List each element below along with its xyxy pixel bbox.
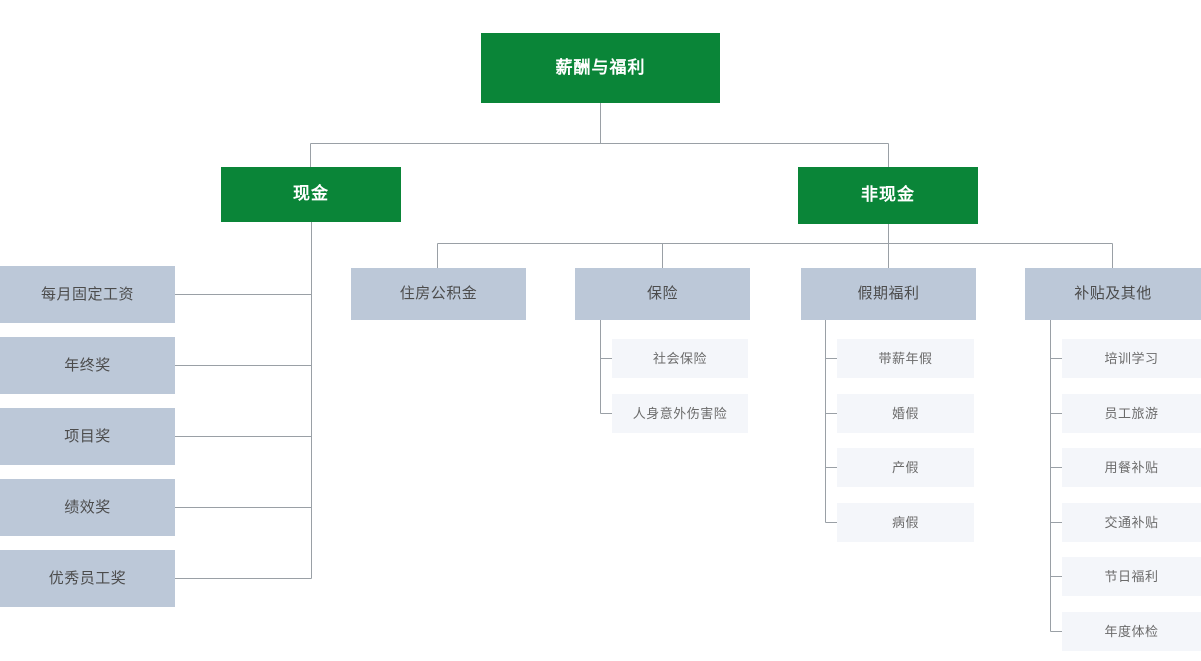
node-cash-child-5-label: 优秀员工奖 xyxy=(48,569,127,587)
node-insurance-child-1-label: 社会保险 xyxy=(652,350,707,366)
node-allowance-child-3-label: 用餐补贴 xyxy=(1104,459,1159,475)
node-cash-child-3-label: 项目奖 xyxy=(64,427,111,445)
node-cash-child-2[interactable]: 年终奖 xyxy=(0,337,175,394)
node-housing-fund[interactable]: 住房公积金 xyxy=(351,268,526,320)
node-leave-benefits[interactable]: 假期福利 xyxy=(801,268,976,320)
node-allowance-child-1[interactable]: 培训学习 xyxy=(1062,339,1201,378)
node-insurance-child-2[interactable]: 人身意外伤害险 xyxy=(612,394,748,433)
node-cash-child-4[interactable]: 绩效奖 xyxy=(0,479,175,536)
node-cash-child-2-label: 年终奖 xyxy=(64,356,111,374)
node-cash-label: 现金 xyxy=(293,184,329,204)
node-leave-child-4-label: 病假 xyxy=(891,514,919,530)
node-leave-child-3[interactable]: 产假 xyxy=(837,448,974,487)
node-allowance-child-4-label: 交通补贴 xyxy=(1104,514,1159,530)
node-allowance-child-2[interactable]: 员工旅游 xyxy=(1062,394,1201,433)
node-noncash-label: 非现金 xyxy=(861,185,915,205)
node-allowance-child-2-label: 员工旅游 xyxy=(1104,405,1159,421)
node-cash-child-1[interactable]: 每月固定工资 xyxy=(0,266,175,323)
node-leave-child-2[interactable]: 婚假 xyxy=(837,394,974,433)
node-allowance-other-label: 补贴及其他 xyxy=(1074,285,1152,302)
node-insurance-child-1[interactable]: 社会保险 xyxy=(612,339,748,378)
node-noncash[interactable]: 非现金 xyxy=(798,167,978,224)
node-leave-benefits-label: 假期福利 xyxy=(857,285,920,302)
node-leave-child-1[interactable]: 带薪年假 xyxy=(837,339,974,378)
node-leave-child-4[interactable]: 病假 xyxy=(837,503,974,542)
node-allowance-child-5[interactable]: 节日福利 xyxy=(1062,557,1201,596)
node-cash-child-4-label: 绩效奖 xyxy=(64,498,111,516)
node-cash-child-5[interactable]: 优秀员工奖 xyxy=(0,550,175,607)
node-leave-child-1-label: 带薪年假 xyxy=(878,350,933,366)
node-insurance-label: 保险 xyxy=(646,285,678,302)
node-allowance-other[interactable]: 补贴及其他 xyxy=(1025,268,1201,320)
node-root-label: 薪酬与福利 xyxy=(555,57,646,77)
node-allowance-child-3[interactable]: 用餐补贴 xyxy=(1062,448,1201,487)
node-leave-child-2-label: 婚假 xyxy=(891,405,919,421)
node-allowance-child-6-label: 年度体检 xyxy=(1104,623,1159,639)
node-allowance-child-6[interactable]: 年度体检 xyxy=(1062,612,1201,651)
node-cash[interactable]: 现金 xyxy=(221,167,401,222)
node-allowance-child-4[interactable]: 交通补贴 xyxy=(1062,503,1201,542)
node-allowance-child-5-label: 节日福利 xyxy=(1104,568,1159,584)
node-insurance[interactable]: 保险 xyxy=(575,268,750,320)
node-leave-child-3-label: 产假 xyxy=(891,459,919,475)
node-cash-child-1-label: 每月固定工资 xyxy=(40,285,134,303)
node-insurance-child-2-label: 人身意外伤害险 xyxy=(632,405,728,421)
node-allowance-child-1-label: 培训学习 xyxy=(1104,350,1159,366)
node-cash-child-3[interactable]: 项目奖 xyxy=(0,408,175,465)
node-root[interactable]: 薪酬与福利 xyxy=(481,33,720,103)
node-housing-fund-label: 住房公积金 xyxy=(399,285,478,302)
